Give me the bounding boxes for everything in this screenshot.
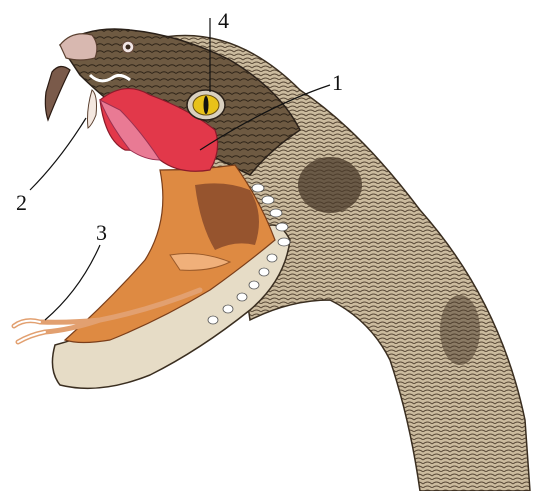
callout-1: 1: [332, 70, 343, 95]
leader-2: [30, 118, 86, 190]
callout-2: 2: [16, 190, 27, 215]
leader-3: [45, 245, 100, 320]
snout-tip: [60, 34, 97, 60]
fang: [45, 66, 70, 120]
fang-inner: [88, 90, 97, 128]
neck-blotch: [298, 157, 362, 213]
callout-4: 4: [218, 8, 229, 33]
callout-3: 3: [96, 220, 107, 245]
neck-spot: [440, 295, 480, 365]
eye-pupil: [204, 96, 209, 114]
